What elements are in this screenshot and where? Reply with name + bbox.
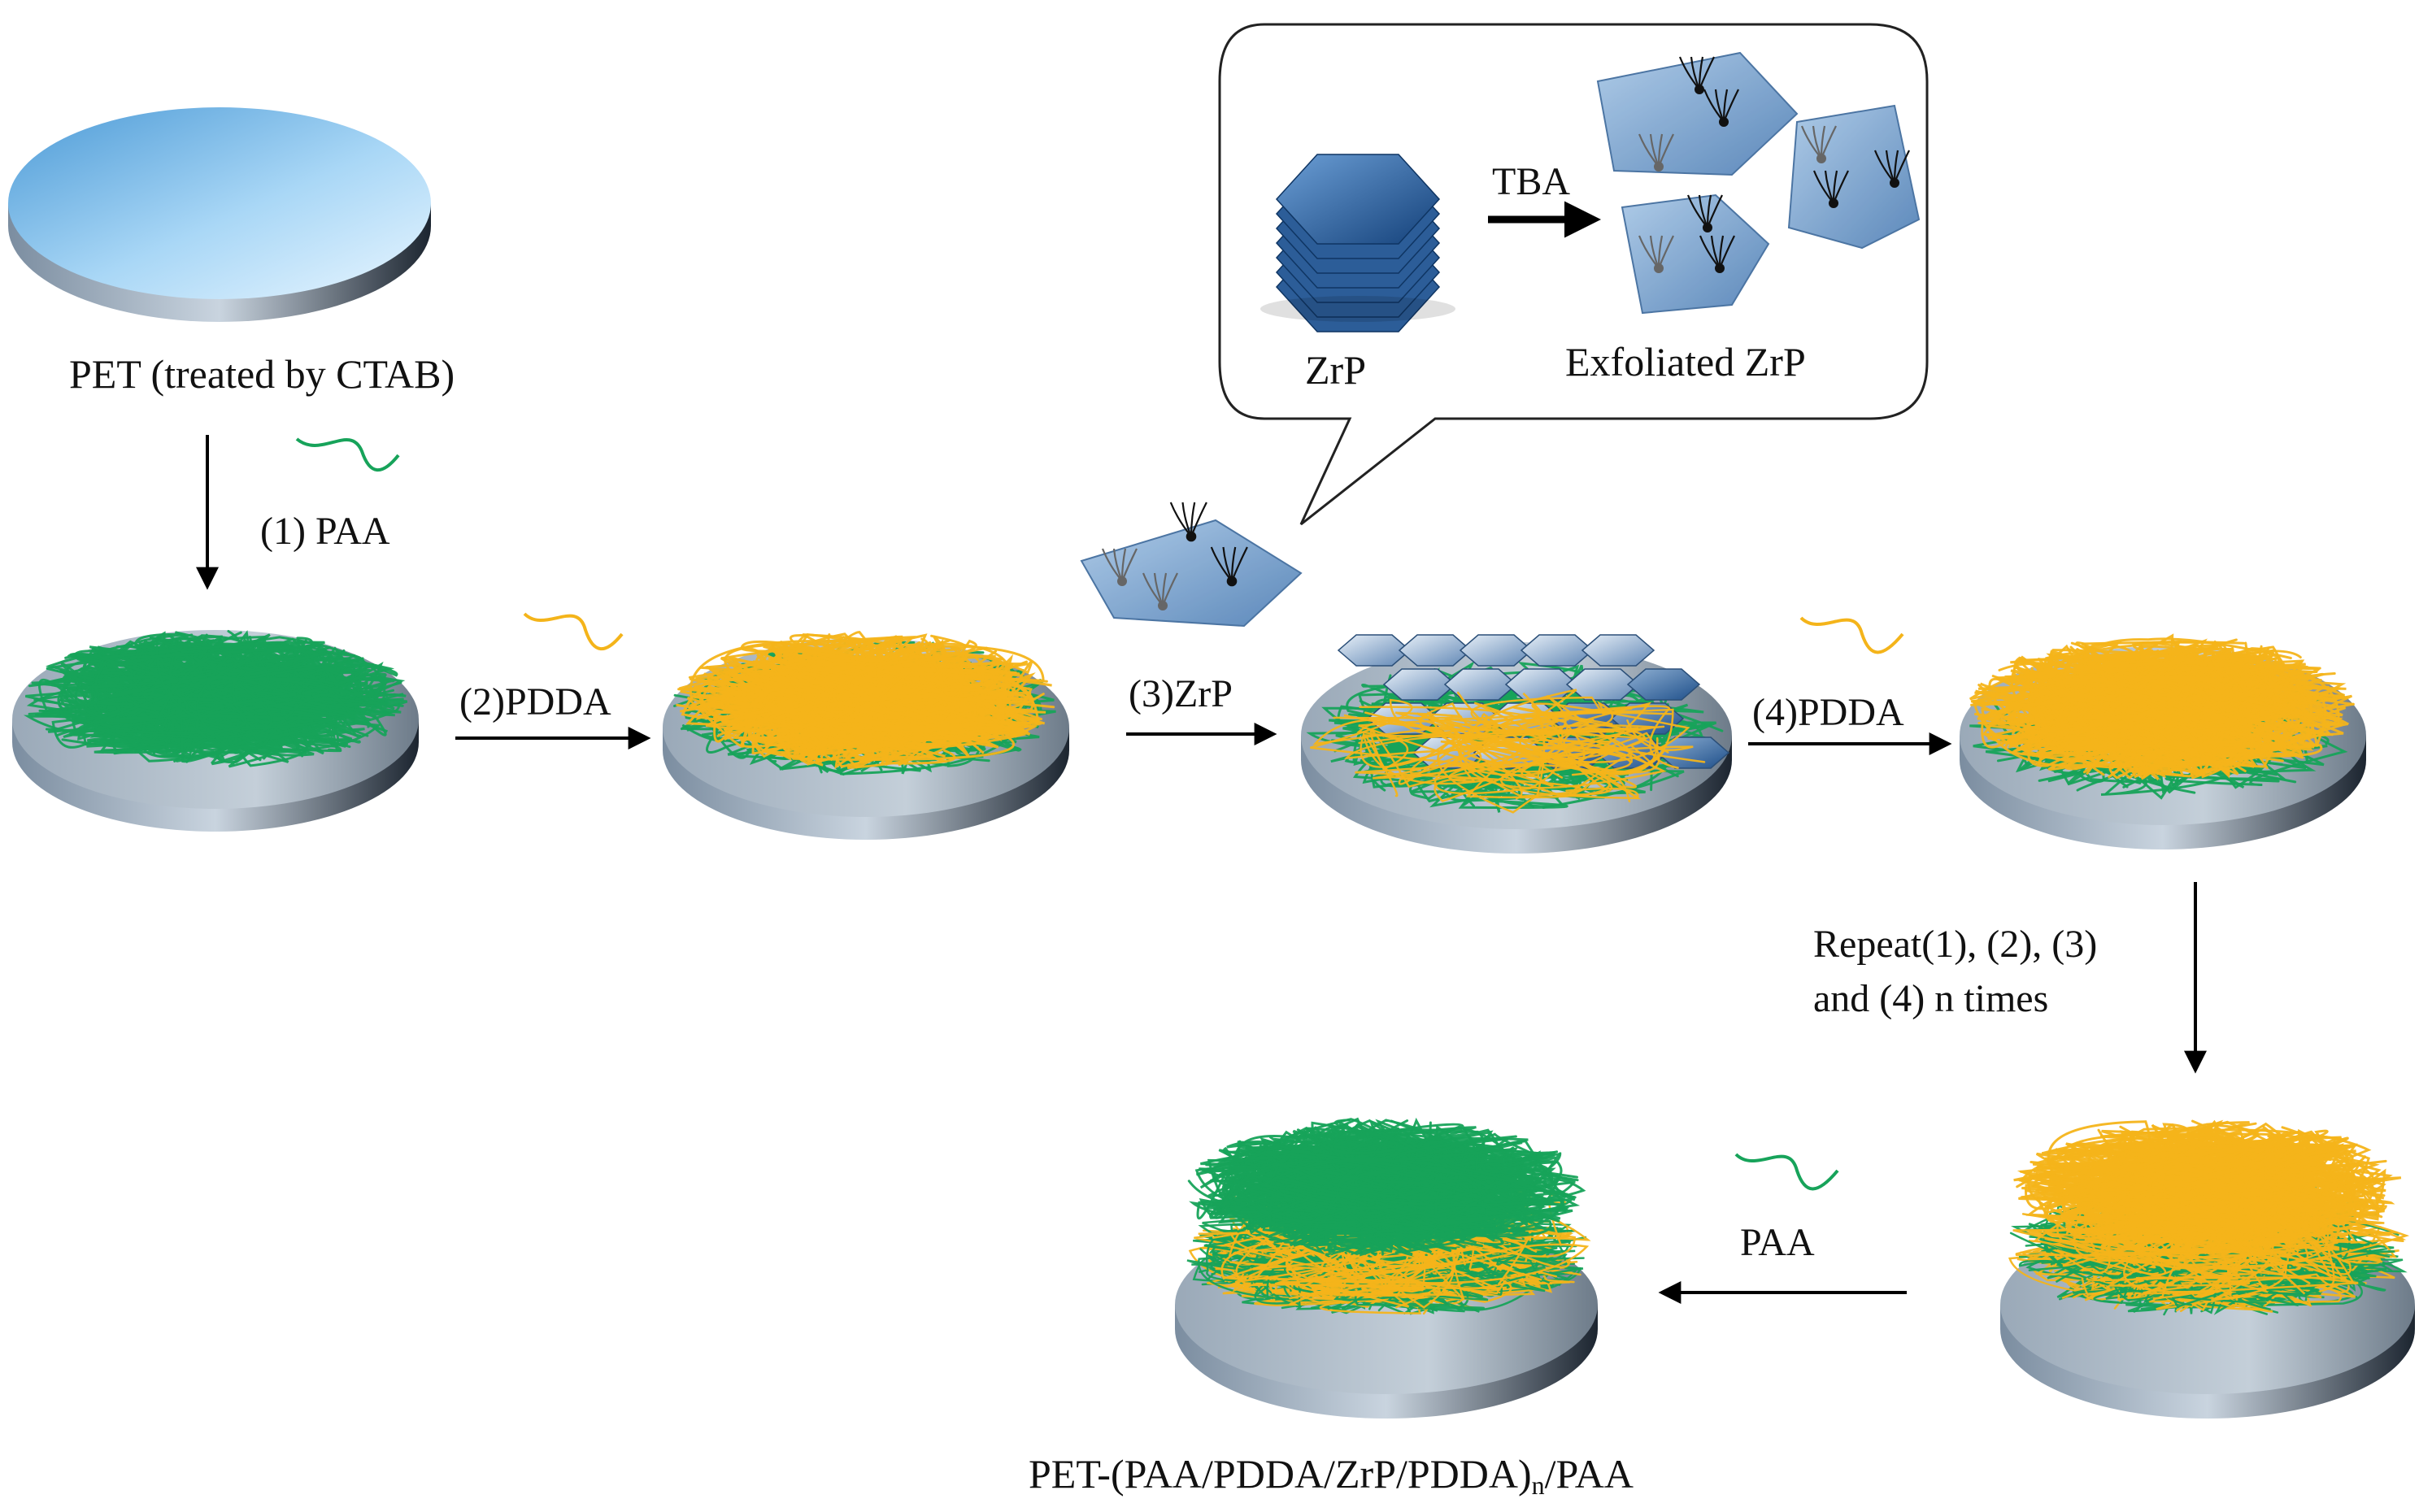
disc-pdda-coated [663,631,1069,840]
disc-second-pdda [1960,633,2366,849]
repeat-label-line1: Repeat(1), (2), (3) [1813,923,2098,966]
pet-substrate-disc [8,107,431,322]
coated-discs [12,630,2415,1419]
repeat-label-line2: and (4) n times [1813,977,2049,1020]
exfoliated-sheet-1 [1596,51,1799,176]
exfoliated-sheet-3 [1621,193,1770,315]
inset-zrp-label: ZrP [1305,347,1366,393]
step4-label: (4)PDDA [1752,691,1904,734]
inset-tba-label: TBA [1492,160,1570,203]
paa-strand-icon [295,437,400,472]
disc-paa-coated [12,630,419,832]
final-product-formula: PET-(PAA/PDDA/ZrP/PDDA)n/PAA [1029,1451,1634,1500]
paa-strand-icon-2 [1734,1153,1839,1191]
pdda-strand-icon [523,612,624,651]
process-arrows [196,435,2207,1304]
step2-label: (2)PDDA [459,680,611,723]
zrp-stacked-crystal [1260,154,1455,332]
exfoliated-zrp-sheets [1596,51,1921,315]
paa-final-label: PAA [1740,1221,1815,1264]
disc-zrp-coated [1301,634,1732,854]
disc-final-paa [1175,1117,1598,1419]
step3-label: (3)ZrP [1129,672,1233,715]
zrp-sheet [1080,502,1303,628]
pdda-strand-icon-2 [1799,616,1904,654]
disc-multilayer-n [2000,1119,2415,1419]
pet-substrate-label: PET (treated by CTAB) [69,351,455,397]
step1-label: (1) PAA [260,510,390,553]
exfoliated-sheet-2 [1787,104,1921,250]
strand-icons [295,437,1904,1191]
zrp-sheet-with-tba [1080,502,1303,628]
inset-exfoliated-label: Exfoliated ZrP [1565,339,1806,385]
